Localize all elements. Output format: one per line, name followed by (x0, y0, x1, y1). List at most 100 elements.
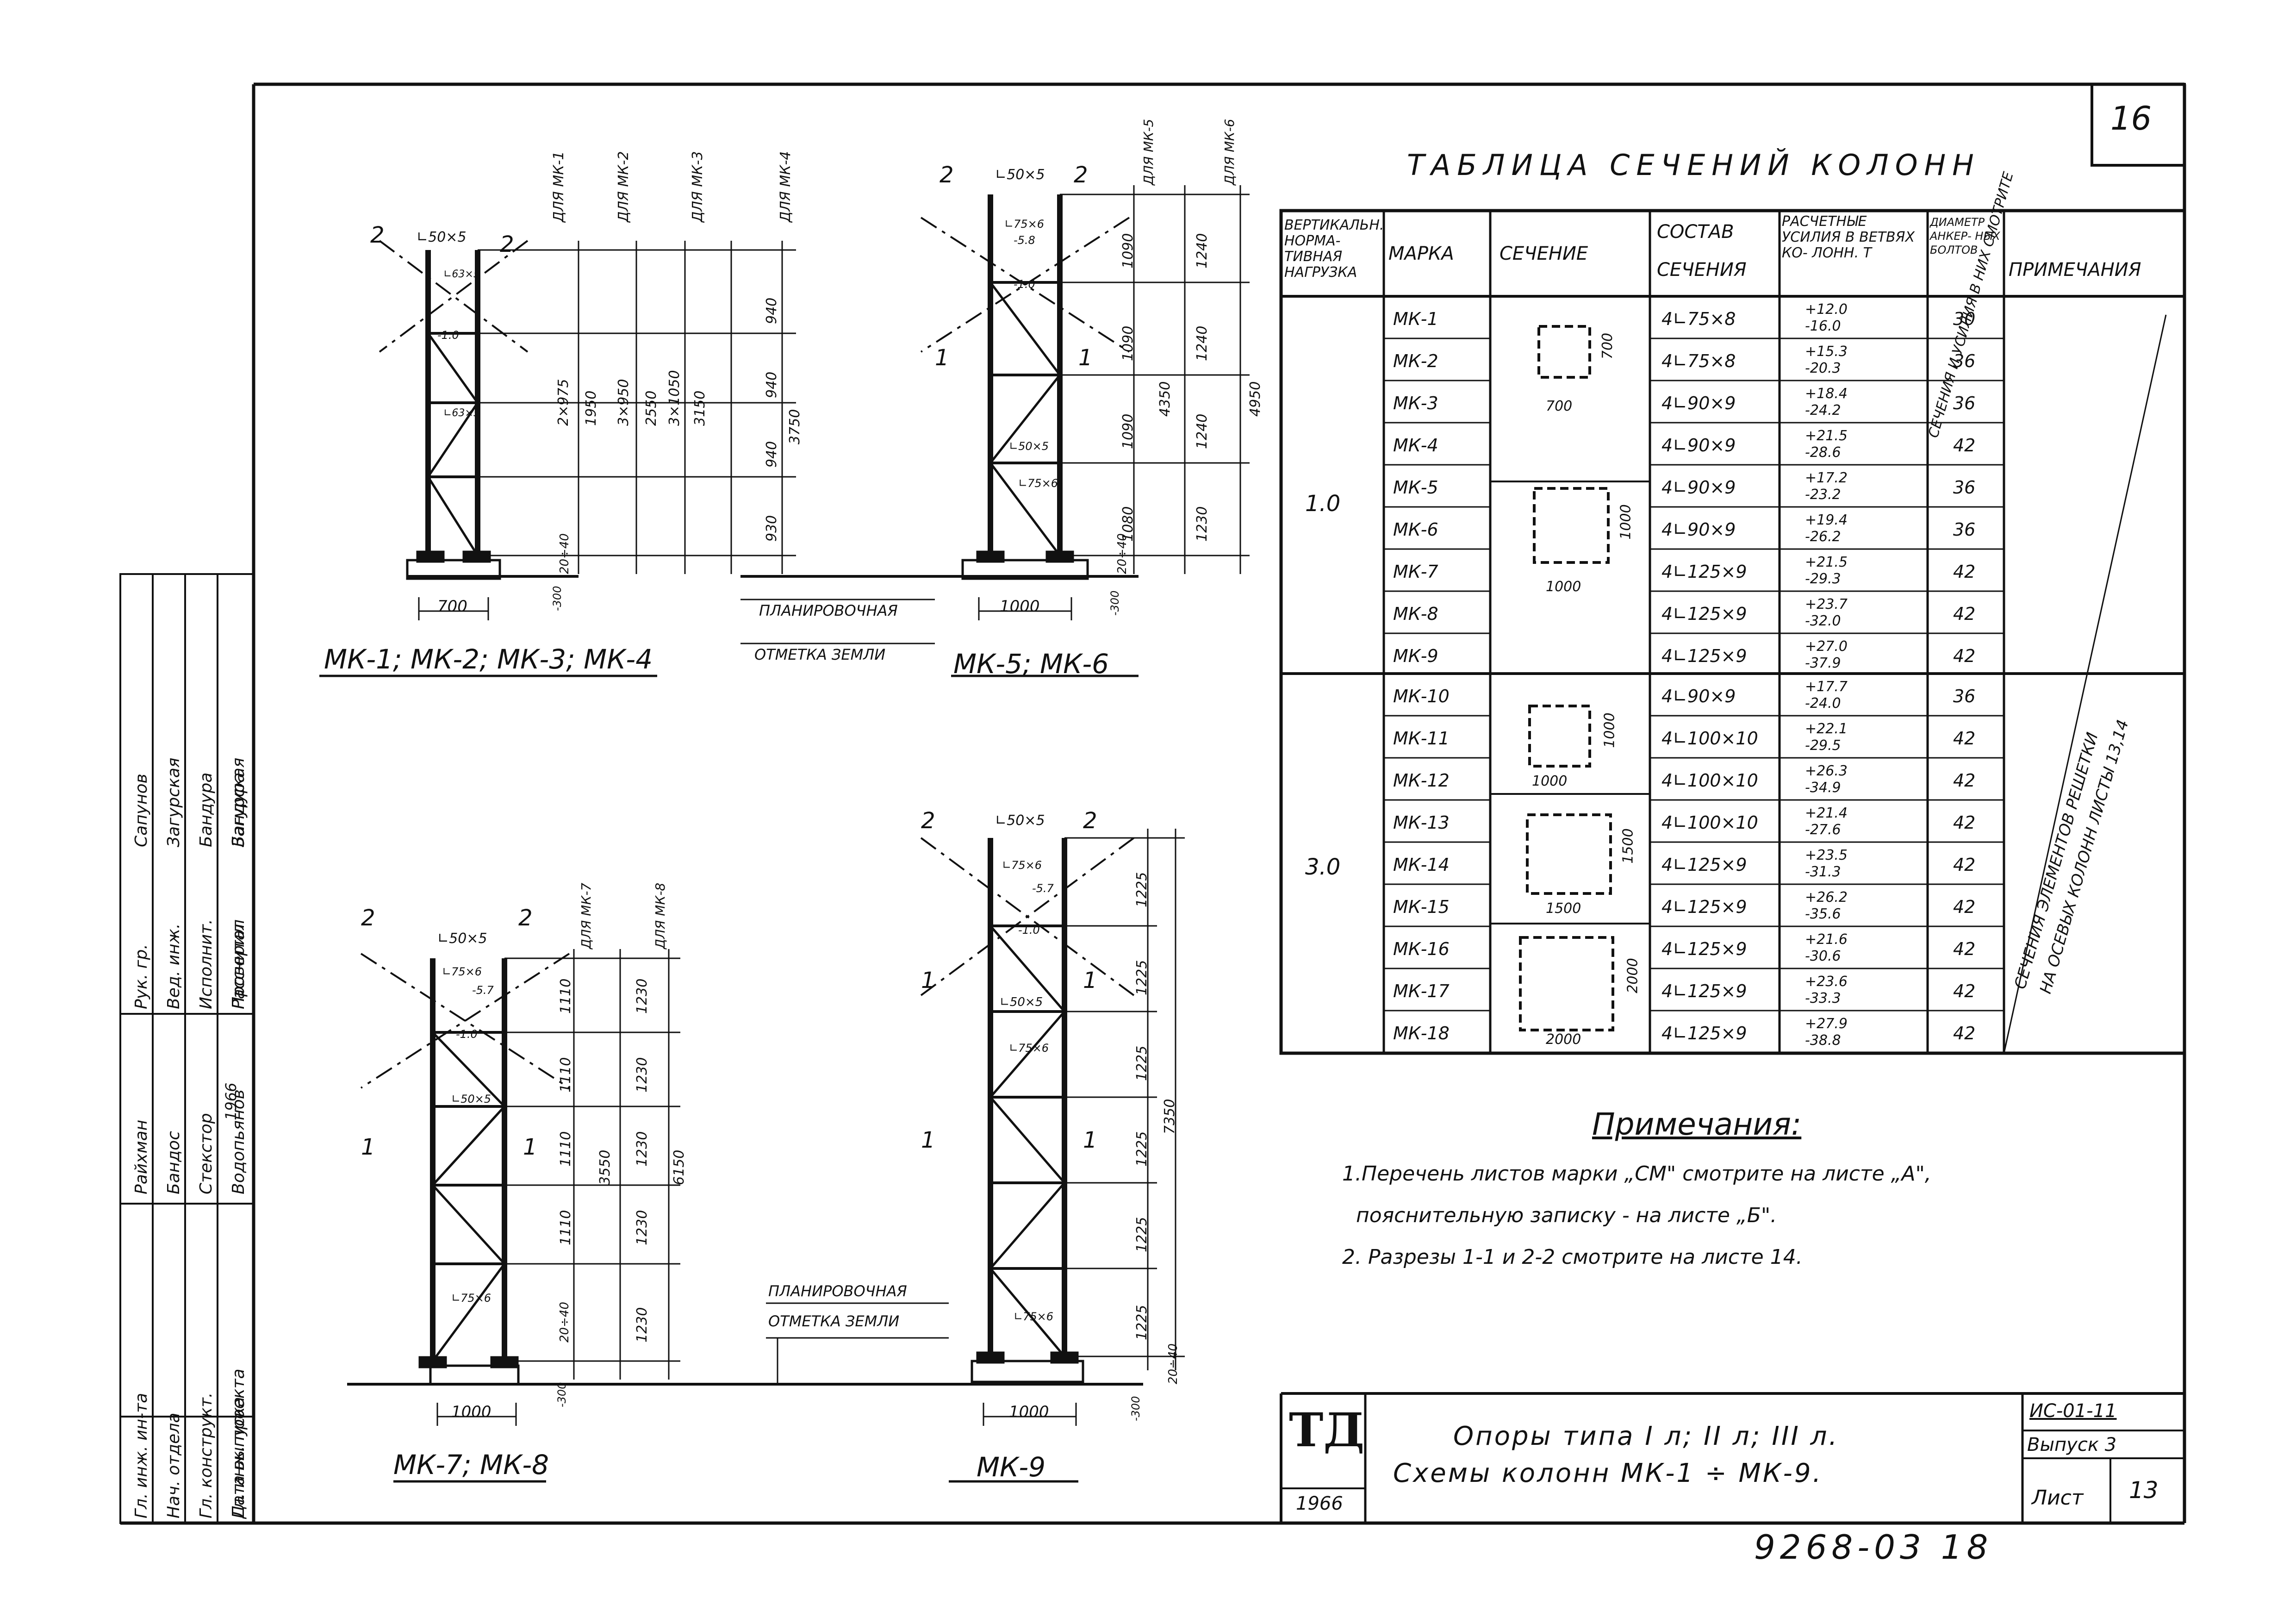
level-label: -5.7 (472, 984, 494, 997)
row-mark: МК-12 (1393, 770, 1450, 791)
dim: 1225 (1134, 1217, 1150, 1252)
ground-label: ОТМЕТКА ЗЕМЛИ (754, 646, 886, 663)
row-force-plus: +21.5 (1805, 428, 1848, 444)
row-bolt: 36 (1953, 351, 1976, 371)
diagram-mk7-8 (347, 949, 787, 1483)
angle-top: ∟50×5 (995, 167, 1045, 183)
row-bolt: 42 (1953, 897, 1976, 917)
section-dim: 1000 (1618, 504, 1634, 540)
row-bolt: 36 (1953, 519, 1976, 540)
row-composition: 4∟90×9 (1661, 435, 1736, 456)
dim: 1090 (1120, 233, 1136, 269)
angle-label: ∟50×5 (451, 1093, 492, 1106)
row-bolt: 42 (1953, 646, 1976, 666)
row-force-minus: -30.6 (1805, 948, 1841, 964)
section-table-grid (1279, 209, 2186, 1055)
row-composition: 4∟90×9 (1661, 686, 1736, 706)
load-group-1: 1.0 (1305, 491, 1341, 517)
row-bolt: 42 (1953, 1023, 1976, 1043)
row-bolt: 36 (1953, 477, 1976, 498)
dim: 3×1050 (666, 370, 683, 426)
row-mark: МК-4 (1393, 435, 1438, 456)
section-mark-1: 1 (523, 1134, 537, 1160)
section-dim: 1500 (1546, 900, 1581, 917)
column-for-mk5: ДЛЯ МК-5 (1141, 119, 1156, 185)
row-mark: МК-3 (1393, 393, 1438, 413)
row-mark: МК-2 (1393, 351, 1438, 371)
dim-width: 1000 (451, 1403, 492, 1421)
dim: 4350 (1157, 381, 1173, 417)
dim: 1230 (1194, 506, 1210, 542)
dim: 1225 (1134, 960, 1150, 995)
angle-label: ∟75×6 (1014, 1310, 1054, 1323)
row-force-plus: +21.6 (1805, 931, 1848, 948)
row-force-plus: +12.0 (1805, 301, 1848, 318)
doc-issue: Выпуск 3 (2027, 1434, 2117, 1455)
table-header-composition: СОСТАВ СЕЧЕНИЯ (1657, 221, 1747, 281)
row-bolt: 36 (1953, 393, 1976, 413)
dim: 940 (764, 297, 780, 324)
signature-role: Вед. инж. (164, 923, 183, 1009)
row-composition: 4∟125×9 (1661, 897, 1747, 917)
dim: 3550 (597, 1149, 613, 1185)
notes-line-1: 1.Перечень листов марки „СМ" смотрите на… (1342, 1162, 1931, 1186)
row-force-plus: +23.5 (1805, 847, 1848, 863)
row-composition: 4∟75×8 (1661, 351, 1736, 371)
doc-code: ИС-01-11 (2029, 1400, 2117, 1422)
level-label: -1.0 (456, 1028, 478, 1041)
row-force-minus: -38.8 (1805, 1032, 1841, 1049)
signature-year: 1966 (222, 1082, 240, 1120)
section-mark-1: 1 (1078, 345, 1093, 371)
diagram-mk5-6 (740, 185, 1250, 677)
row-force-minus: -24.2 (1805, 402, 1841, 418)
dim: 1225 (1134, 1045, 1150, 1081)
signature-name: Бандура (229, 772, 248, 847)
row-bolt: 42 (1953, 604, 1976, 624)
section-dim: 700 (1546, 398, 1573, 414)
archive-number: 9268-03 18 (1754, 1528, 1993, 1567)
row-force-minus: -32.0 (1805, 613, 1841, 629)
section-mark-2: 2 (500, 231, 514, 257)
section-mark-1: 1 (935, 345, 949, 371)
dim: 1110 (558, 1131, 574, 1167)
caption-mk5-6: МК-5; МК-6 (953, 648, 1109, 680)
notes-title: Примечания: (1592, 1106, 1802, 1142)
row-bolt: 36 (1953, 686, 1976, 706)
row-mark: МК-15 (1393, 897, 1450, 917)
dim: 4950 (1247, 381, 1263, 417)
level-label: -1.0 (1018, 924, 1040, 937)
section-mark-1: 1 (921, 968, 935, 993)
dim: 1225 (1134, 1305, 1150, 1340)
section-mark-2: 2 (1074, 162, 1088, 188)
dim: 3×950 (616, 379, 632, 426)
row-composition: 4∟100×10 (1661, 770, 1758, 791)
signature-role: Рассчитал (229, 919, 248, 1009)
signature-grid (119, 573, 255, 1524)
dim: 1110 (558, 1210, 574, 1245)
logo-td: ТД (1289, 1403, 1365, 1457)
row-force-plus: +19.4 (1805, 512, 1848, 528)
row-force-plus: +22.1 (1805, 721, 1848, 737)
dim: 3750 (787, 409, 803, 444)
row-force-plus: +15.3 (1805, 344, 1848, 360)
signature-name: Райхман (132, 1119, 151, 1194)
dim: 7350 (1162, 1099, 1178, 1134)
row-mark: МК-7 (1393, 562, 1438, 582)
dim: 1230 (634, 1307, 650, 1343)
section-dim: 2000 (1546, 1031, 1581, 1048)
table-row-lines (1384, 337, 2004, 1012)
angle-label: ∟50×5 (1000, 995, 1043, 1009)
row-force-minus: -29.5 (1805, 737, 1841, 754)
diagram-mk1-4 (319, 240, 796, 677)
row-mark: МК-1 (1393, 309, 1438, 329)
row-force-plus: +27.0 (1805, 638, 1848, 655)
row-composition: 4∟125×9 (1661, 981, 1747, 1001)
row-bolt: 42 (1953, 435, 1976, 456)
dim: 1090 (1120, 325, 1136, 361)
angle-label: ∟75×6 (1018, 477, 1058, 490)
row-force-minus: -33.3 (1805, 990, 1841, 1006)
signature-name: Бандос (164, 1131, 183, 1194)
section-mark-1: 1 (921, 1127, 935, 1153)
table-title: ТАБЛИЦА СЕЧЕНИЙ КОЛОНН (1407, 148, 1980, 182)
section-mark-1: 1 (361, 1134, 375, 1160)
